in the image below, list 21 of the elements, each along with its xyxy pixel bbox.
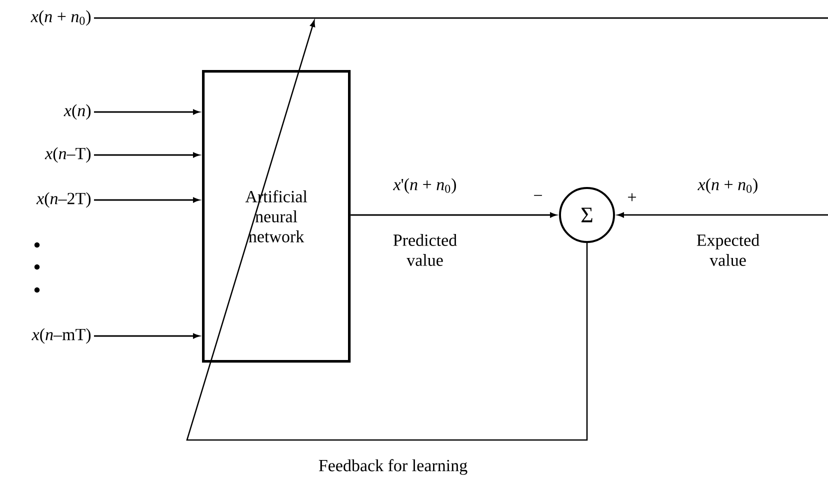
arrow bbox=[94, 333, 200, 339]
edge-label: Feedback for learning bbox=[317, 458, 469, 476]
arrow bbox=[350, 212, 556, 218]
feedback-arrow bbox=[186, 20, 588, 441]
input-label: x(n) bbox=[64, 104, 91, 120]
edge-label: x(n + n$_{0}$) bbox=[696, 177, 760, 195]
input-label: x(n + n$_{0}$) bbox=[30, 10, 91, 26]
text-label: + bbox=[628, 193, 636, 202]
summing-junction: Σ bbox=[559, 187, 615, 243]
input-label: x(n–mT) bbox=[32, 328, 91, 344]
signal-line bbox=[94, 17, 828, 19]
arrow bbox=[94, 109, 200, 115]
text-label: Predicted value bbox=[393, 234, 457, 266]
edge-label: x'(n + n$_{0}$) bbox=[392, 177, 458, 195]
input-label: x(n–T) bbox=[44, 147, 91, 163]
arrow bbox=[94, 152, 200, 158]
text-label: Expected value bbox=[696, 234, 760, 266]
text-label: − bbox=[534, 194, 542, 196]
input-label: x(n–2T) bbox=[36, 192, 91, 208]
arrow bbox=[618, 212, 828, 218]
arrow bbox=[94, 197, 200, 203]
